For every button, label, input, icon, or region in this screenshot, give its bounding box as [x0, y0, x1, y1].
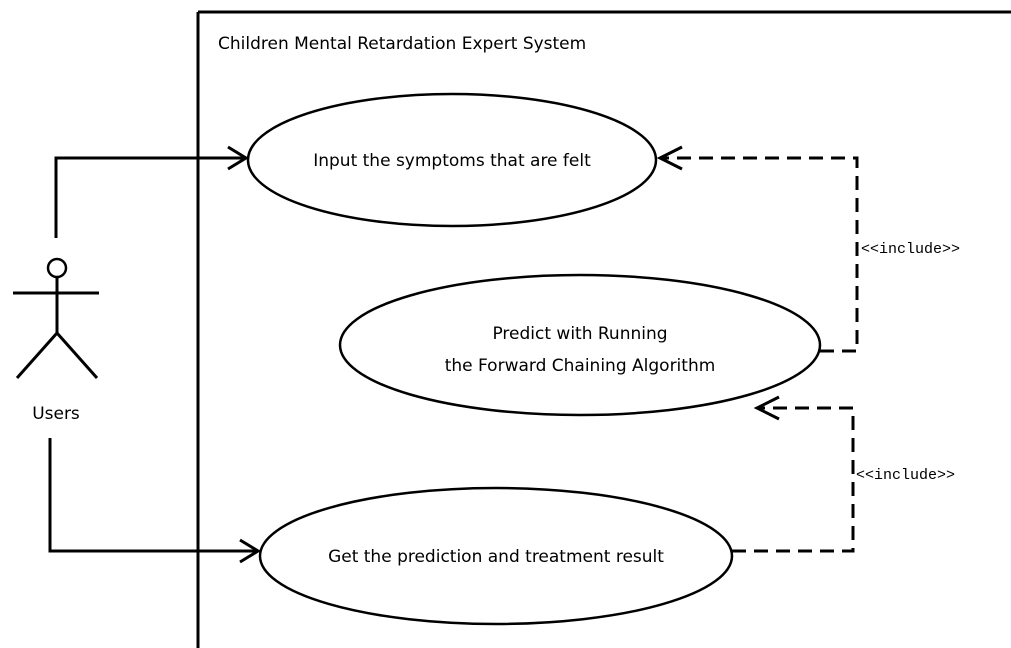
- include-arrow-1: [656, 145, 859, 353]
- actor-right-leg: [55, 332, 99, 379]
- use-case-ellipse: [258, 486, 734, 626]
- actor-label: Users: [32, 404, 80, 424]
- use-case-ellipse: [338, 273, 822, 417]
- include-label-2: <<include>>: [856, 467, 955, 484]
- use-case-get-result[interactable]: Get the prediction and treatment result: [258, 486, 734, 626]
- include-label-1: <<include>>: [861, 241, 960, 258]
- system-boundary: [196, 10, 1011, 648]
- use-case-input-symptoms[interactable]: Input the symptoms that are felt: [246, 92, 658, 228]
- association-arrow-input: [54, 145, 249, 238]
- actor-users[interactable]: [13, 257, 99, 379]
- actor-head: [46, 257, 68, 279]
- use-case-ellipse: [246, 92, 658, 228]
- use-case-label-line-1: Predict with Running: [492, 324, 667, 344]
- use-case-label: Input the symptoms that are felt: [313, 151, 591, 171]
- association-arrow-result: [48, 438, 261, 564]
- use-case-label-line-2: the Forward Chaining Algorithm: [445, 356, 716, 376]
- include-arrow-2: [732, 395, 855, 553]
- system-title: Children Mental Retardation Expert Syste…: [218, 34, 586, 54]
- use-case-label: Get the prediction and treatment result: [328, 547, 664, 567]
- actor-left-leg: [15, 332, 59, 379]
- use-case-predict[interactable]: Predict with Running the Forward Chainin…: [338, 273, 822, 417]
